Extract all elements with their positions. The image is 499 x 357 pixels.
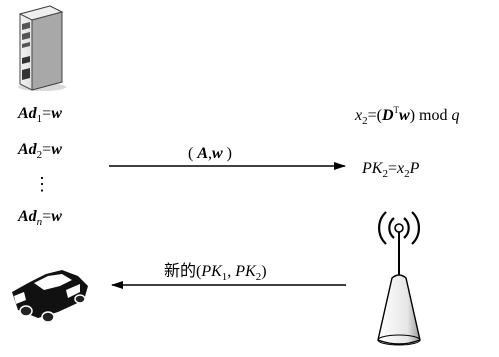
top-arrow-label: ( A,w ) [188, 145, 232, 162]
right-formula-x2: x2=(DTw) mod q [354, 105, 459, 127]
right-formula-pk2: PK2=x2P [361, 160, 420, 180]
bottom-arrow-label: 新的(PK1, PK2) [164, 262, 267, 283]
car-icon [12, 270, 88, 323]
server-equation-2: Ad2=w [17, 141, 62, 161]
server-icon [18, 5, 66, 91]
antenna-icon [377, 211, 421, 346]
server-equation-n: Adn=w [17, 208, 62, 228]
server-equation-1: Ad1=w [17, 105, 62, 125]
server-ellipsis: ⋮ [33, 174, 51, 194]
